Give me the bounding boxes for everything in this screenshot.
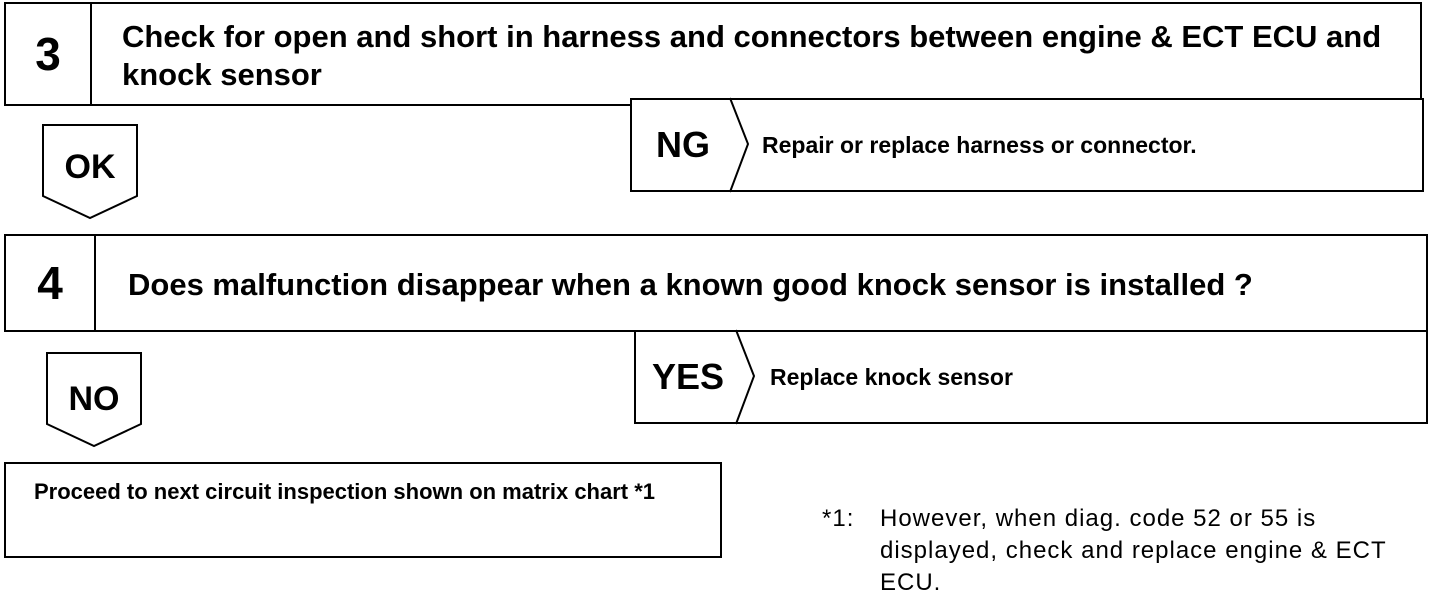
yes-branch-box: YES Replace knock sensor <box>634 329 1428 425</box>
ng-branch-box: NG Repair or replace harness or connecto… <box>630 97 1424 193</box>
final-step-text: Proceed to next circuit inspection shown… <box>34 479 656 504</box>
yes-action-text: Replace knock sensor <box>770 363 1013 390</box>
step-4-text: Does malfunction disappear when a known … <box>128 267 1253 302</box>
no-label: NO <box>68 380 120 418</box>
step-3-number: 3 <box>6 4 92 104</box>
ng-label: NG <box>656 124 710 165</box>
ok-arrow-icon <box>42 124 138 220</box>
ng-action-text: Repair or replace harness or connector. <box>762 131 1197 158</box>
footnote-text: However, when diag. code 52 or 55 is dis… <box>880 505 1387 596</box>
final-step-box: Proceed to next circuit inspection shown… <box>4 462 722 558</box>
ok-label: OK <box>64 148 116 186</box>
yes-chevron-icon <box>735 329 756 425</box>
step-3-box: 3 Check for open and short in harness an… <box>4 2 1422 106</box>
step-4-number: 4 <box>6 236 96 330</box>
step-4-box: 4 Does malfunction disappear when a know… <box>4 234 1428 332</box>
no-arrow-icon <box>46 352 142 448</box>
step-3-text: Check for open and short in harness and … <box>122 19 1382 92</box>
ng-chevron-icon <box>729 97 750 193</box>
yes-label: YES <box>652 356 725 397</box>
footnote-marker: *1: <box>822 505 855 532</box>
